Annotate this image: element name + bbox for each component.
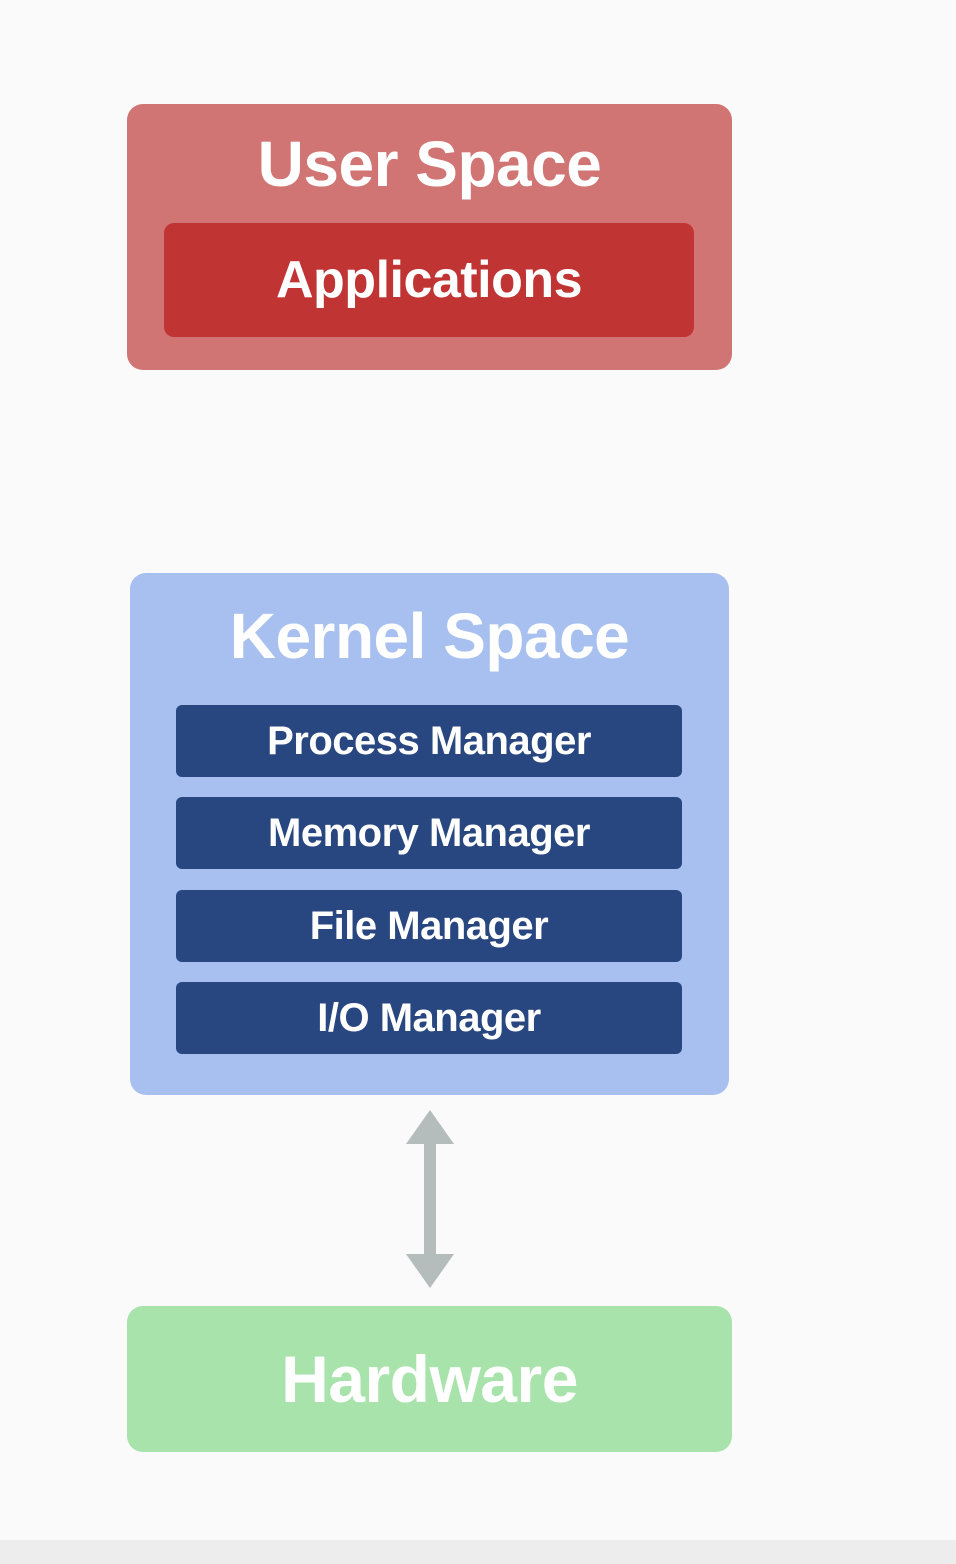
process-manager-box: Process Manager (176, 705, 682, 777)
applications-box: Applications (164, 223, 694, 337)
user-space-title: User Space (257, 128, 602, 200)
io-manager-box: I/O Manager (176, 982, 682, 1054)
hardware-title: Hardware (281, 1342, 578, 1416)
memory-manager-box: Memory Manager (176, 797, 682, 869)
bidirectional-arrow-icon (406, 1110, 454, 1288)
user-space-box: User Space Applications (127, 104, 732, 370)
bottom-strip (0, 1540, 956, 1564)
kernel-space-title: Kernel Space (229, 600, 630, 672)
file-manager-box: File Manager (176, 890, 682, 962)
hardware-box: Hardware (127, 1306, 732, 1452)
kernel-space-box: Kernel Space Process Manager Memory Mana… (130, 573, 729, 1095)
